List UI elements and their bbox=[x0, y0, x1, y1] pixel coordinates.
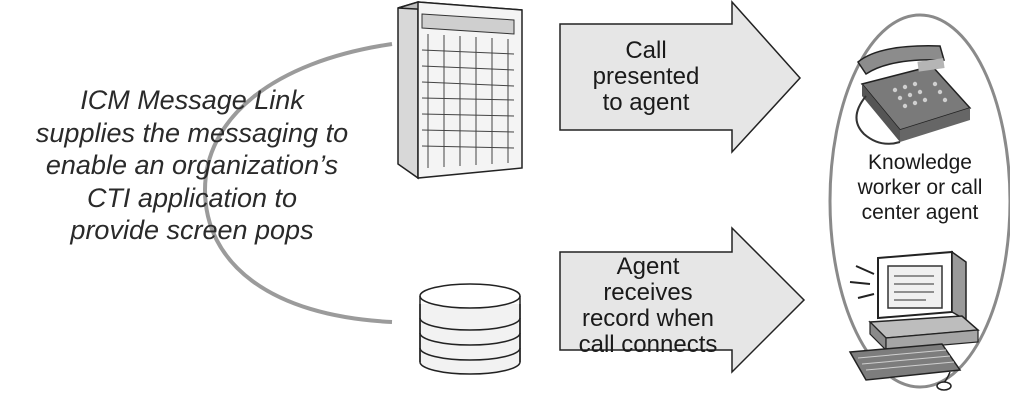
caption-line: CTI application to bbox=[86, 182, 298, 213]
arrow-top-line: to agent bbox=[602, 89, 690, 116]
arrow-bottom-label: Agent receives record when call connects bbox=[562, 254, 734, 358]
arrow-bottom-line: record when bbox=[581, 305, 715, 332]
agent-label-line: center agent bbox=[861, 201, 979, 224]
arrow-bottom-line: call connects bbox=[578, 331, 718, 358]
caption-line: provide screen pops bbox=[70, 215, 314, 245]
arrow-bottom-line: Agent bbox=[616, 253, 680, 280]
arrow-call-presented bbox=[559, 0, 802, 154]
arrow-agent-receives bbox=[559, 226, 806, 374]
caption-text: ICM Message Link supplies the messaging … bbox=[8, 84, 376, 247]
caption-line: enable an organization’s bbox=[45, 150, 339, 180]
arrow-top-line: Call bbox=[625, 37, 667, 64]
desk-phone-icon bbox=[855, 45, 972, 145]
telephony-switch-icon bbox=[397, 0, 523, 180]
caption-line: supplies the messaging to bbox=[35, 117, 349, 148]
connector-arc bbox=[202, 42, 393, 324]
arrow-top-label: Call presented to agent bbox=[562, 38, 730, 116]
desktop-computer-icon bbox=[848, 250, 980, 391]
agent-label: Knowledge worker or call center agent bbox=[840, 150, 1000, 225]
database-icon bbox=[419, 283, 521, 375]
caption-line: ICM Message Link bbox=[80, 85, 304, 115]
arrow-top-line: presented bbox=[592, 63, 700, 90]
agent-label-line: Knowledge bbox=[868, 151, 972, 174]
agent-label-line: worker or call bbox=[857, 176, 983, 199]
arrow-bottom-line: receives bbox=[603, 279, 693, 306]
